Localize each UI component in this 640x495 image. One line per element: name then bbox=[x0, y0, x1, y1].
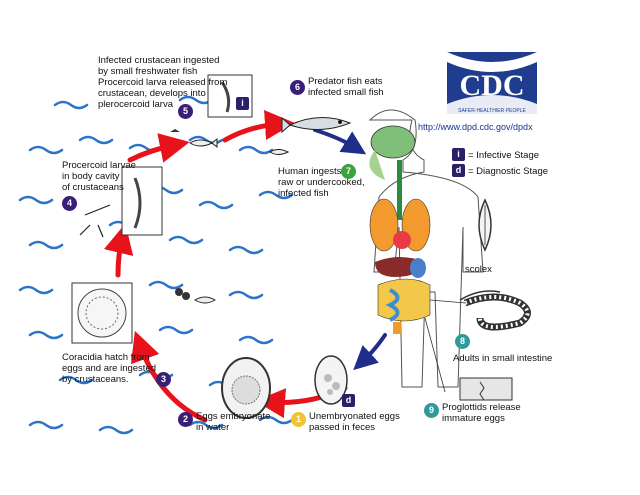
predator-fish-icon bbox=[281, 116, 352, 134]
adult-worm-image bbox=[463, 293, 531, 331]
legend-diagnostic-label: = Diagnostic Stage bbox=[468, 166, 549, 177]
step-4-badge: 4 bbox=[62, 196, 77, 211]
step-6-badge: 6 bbox=[290, 80, 305, 95]
step-1-badge: 1 bbox=[291, 412, 306, 427]
plerocercoid-image bbox=[207, 74, 253, 118]
coracidium-image bbox=[71, 282, 133, 344]
step-3-text: Coracidia hatch from eggs and are ingest… bbox=[62, 352, 157, 385]
legend-infective-label: = Infective Stage bbox=[468, 150, 540, 161]
scolex-label: scolex bbox=[465, 264, 492, 275]
worm-segment-icon bbox=[459, 290, 501, 301]
step-2-badge: 2 bbox=[178, 412, 193, 427]
diagnostic-stage-legend-icon: d bbox=[452, 164, 465, 177]
step-7-text: Human ingests raw or undercooked, infect… bbox=[278, 166, 365, 199]
step-6-text: Predator fish eats infected small fish bbox=[308, 76, 384, 98]
embryonated-egg-image bbox=[221, 357, 271, 419]
human-arrows bbox=[313, 128, 387, 371]
step-5-badge: 5 bbox=[178, 104, 193, 119]
step-9-text: Proglottids release immature eggs bbox=[442, 402, 521, 424]
source-url: http://www.dpd.cdc.gov/dpdx bbox=[418, 122, 533, 132]
step-8-badge: 8 bbox=[455, 334, 470, 349]
cdc-logo: CDC SAFER·HEALTHIER·PEOPLE bbox=[447, 52, 537, 114]
crustacean-icon bbox=[170, 129, 216, 304]
pointer-lines bbox=[424, 299, 467, 393]
logo-tagline: SAFER·HEALTHIER·PEOPLE bbox=[458, 108, 526, 114]
water-waves bbox=[18, 95, 294, 435]
step-5-text: Infected crustacean ingested by small fr… bbox=[98, 55, 228, 110]
diagnostic-stage-marker: d bbox=[342, 394, 355, 407]
procercoid-image bbox=[79, 166, 163, 238]
infective-stage-marker: i bbox=[236, 97, 249, 110]
step-9-badge: 9 bbox=[424, 403, 439, 418]
step-3-badge: 3 bbox=[156, 372, 171, 387]
small-fish-icon bbox=[189, 137, 290, 155]
step-8-text: Adults in small intestine bbox=[453, 353, 553, 364]
step-4-text: Procercoid larvae in body cavity of crus… bbox=[62, 160, 136, 193]
proglottid-image bbox=[459, 377, 513, 401]
unembryonated-egg-image bbox=[314, 355, 348, 405]
logo-text: CDC bbox=[460, 69, 525, 102]
scolex-image bbox=[478, 198, 492, 252]
human-figure bbox=[368, 109, 484, 388]
step-2-text: Eggs embryonate in water bbox=[196, 411, 271, 433]
step-1-text: Unembryonated eggs passed in feces bbox=[309, 411, 400, 433]
infective-stage-legend-icon: i bbox=[452, 148, 465, 161]
step-7-badge: 7 bbox=[341, 164, 356, 179]
